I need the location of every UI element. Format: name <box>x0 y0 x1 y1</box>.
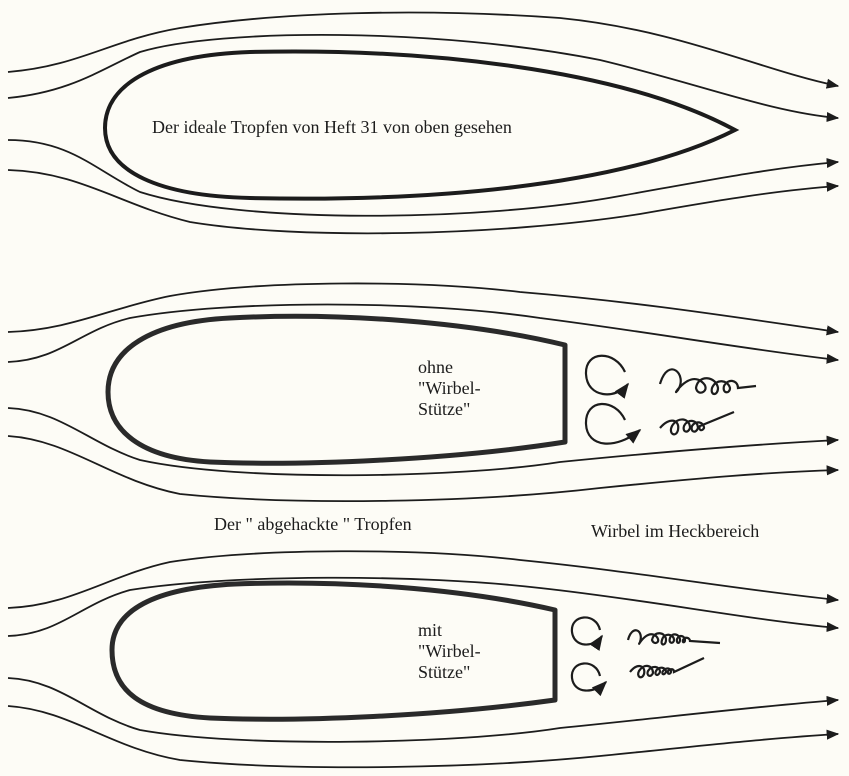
streamline <box>8 35 838 118</box>
supported-body <box>112 583 555 719</box>
vortex-chain-lower <box>660 412 734 434</box>
streamline <box>8 305 838 363</box>
streamline <box>8 13 838 86</box>
streamline <box>8 140 838 216</box>
wake-region-caption: Wirbel im Heckbereich <box>591 521 759 541</box>
vortex-small-upper <box>572 617 602 644</box>
chopped-inner-line: Stütze" <box>418 399 481 420</box>
vortex-chain-upper <box>660 369 756 394</box>
chopped-inner-line: ohne <box>418 357 481 378</box>
supported-inner-label: mit "Wirbel- Stütze" <box>418 620 481 683</box>
supported-inner-line: Stütze" <box>418 662 481 683</box>
vortex-large-lower <box>586 404 640 444</box>
ideal-drop-label: Der ideale Tropfen von Heft 31 von oben … <box>152 117 512 137</box>
wake-vortices <box>586 356 756 444</box>
vortex-chain-lower <box>630 658 704 677</box>
chopped-inner-line: "Wirbel- <box>418 378 481 399</box>
streamline <box>8 436 838 501</box>
chopped-body <box>108 316 565 463</box>
vortex-small-lower <box>572 663 606 690</box>
chopped-inner-label: ohne "Wirbel- Stütze" <box>418 357 481 420</box>
vortex-chain-upper <box>628 630 720 644</box>
chopped-drop-caption: Der " abgehackte " Tropfen <box>214 514 412 534</box>
vortex-large-upper <box>586 356 628 395</box>
streamline <box>8 678 838 742</box>
supported-inner-line: mit <box>418 620 481 641</box>
supported-inner-line: "Wirbel- <box>418 641 481 662</box>
support-vortices <box>572 617 720 690</box>
